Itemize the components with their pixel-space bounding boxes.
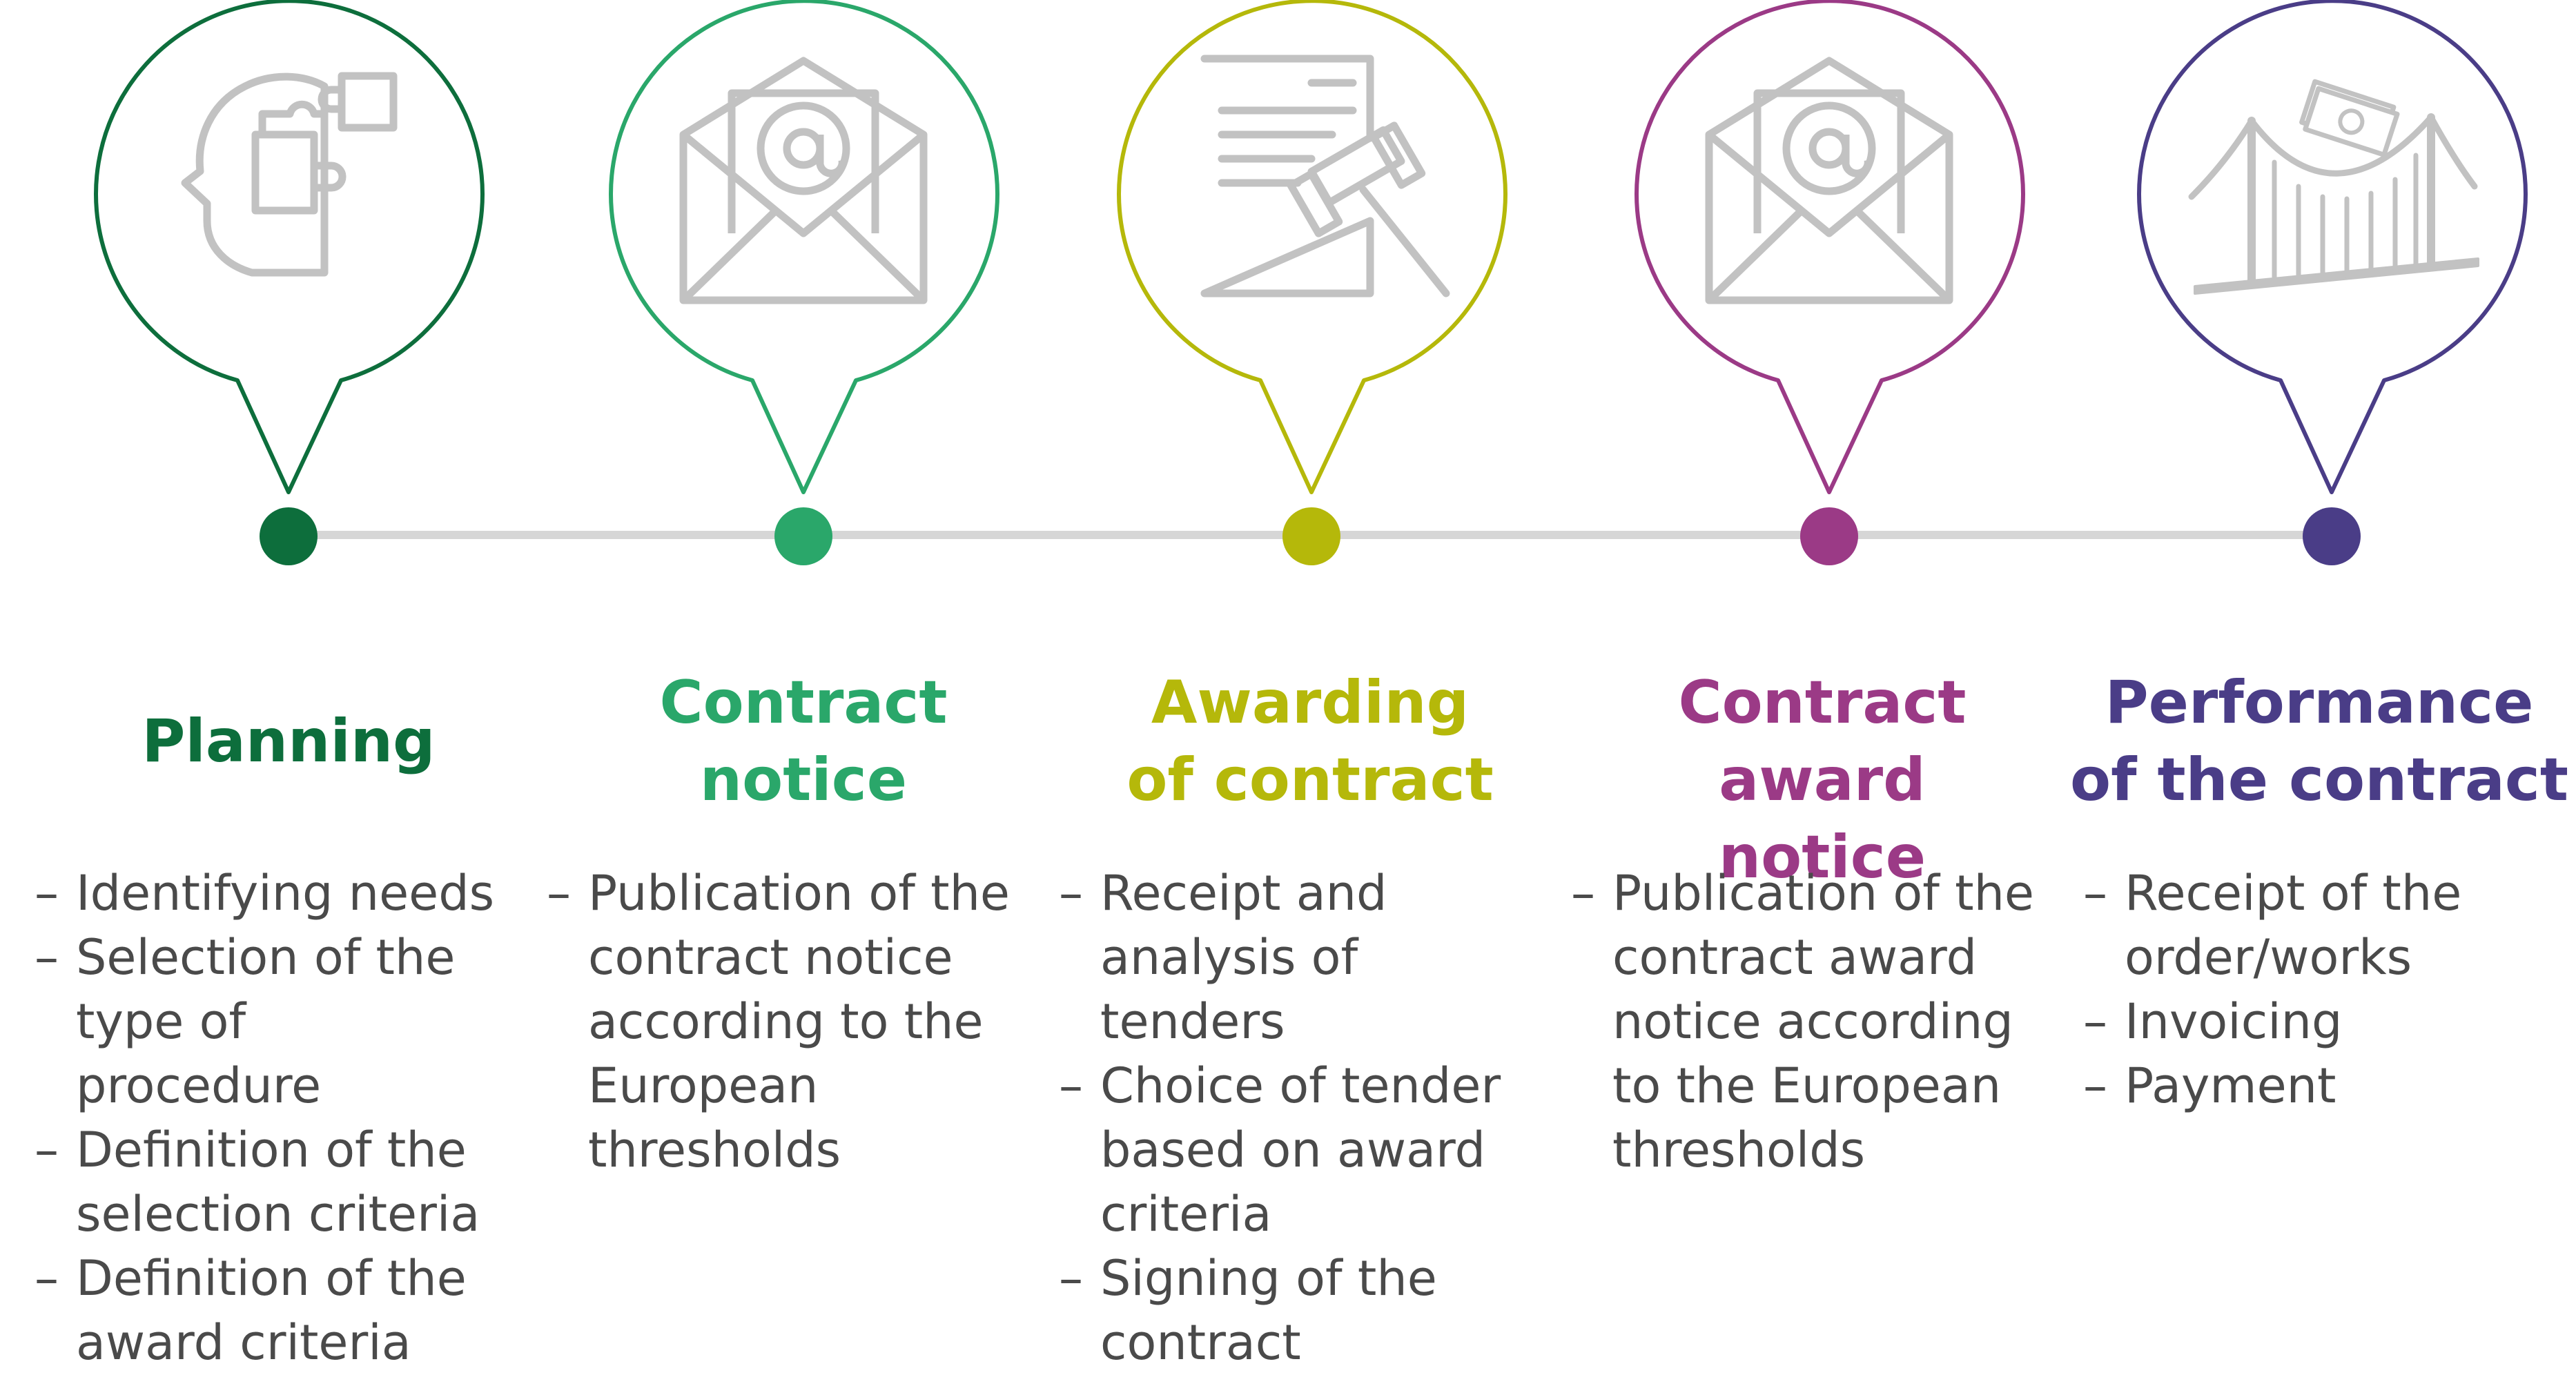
stage-2-items: Publication of the contract notice accor… (547, 861, 1016, 1182)
list-item: Receipt of the order/works (2083, 861, 2553, 990)
stage-5-title-line-2: of the contract (2070, 745, 2568, 815)
head-puzzle-icon (181, 72, 398, 277)
stage-4-pin (1635, 0, 2025, 494)
stage-1-title-line-1: Planning (142, 707, 436, 776)
stage-5-title: Performance of the contract (2064, 664, 2575, 819)
stage-2-pin (609, 0, 999, 494)
stage-3-pin (1117, 0, 1507, 494)
stage-1-marker (94, 0, 485, 565)
stage-5-title-line-1: Performance (2105, 668, 2534, 737)
document-gavel-icon (1200, 55, 1450, 298)
email-envelope-icon (1705, 57, 1953, 304)
stage-4-dot (1800, 507, 1858, 565)
list-item: Signing of the contract (1059, 1247, 1528, 1375)
list-item: Identifying needs (35, 861, 504, 926)
stage-2-title-line-2: notice (699, 745, 908, 815)
process-timeline-graphic (94, 0, 2528, 565)
stage-1-dot (260, 507, 318, 565)
stage-4-title-line-1: Contract award (1678, 668, 1967, 815)
stage-2-marker (609, 0, 999, 565)
list-item: Selection of the type of procedure (35, 926, 504, 1118)
stage-5-items: Receipt of the order/works Invoicing Pay… (2083, 861, 2553, 1118)
stage-4-marker (1635, 0, 2025, 565)
email-envelope-icon (679, 57, 928, 304)
stage-3-title-line-1: Awarding (1151, 668, 1470, 737)
stage-2-title: Contract notice (548, 664, 1059, 819)
stage-4-items: Publication of the contract award notice… (1571, 861, 2040, 1182)
stage-1-items: Identifying needs Selection of the type … (35, 861, 504, 1375)
stage-3-marker (1117, 0, 1507, 565)
stage-3-items: Receipt and analysis of tenders Choice o… (1059, 861, 1528, 1375)
list-item: Invoicing (2083, 990, 2553, 1054)
stage-3-title-line-2: of contract (1126, 745, 1494, 815)
list-item: Payment (2083, 1054, 2553, 1118)
stage-5-marker (2137, 0, 2528, 565)
list-item: Publication of the contract notice accor… (547, 861, 1016, 1182)
list-item: Definition of the award criteria (35, 1247, 504, 1375)
stage-5-pin (2137, 0, 2528, 494)
list-item: Choice of tender based on award criteria (1059, 1054, 1528, 1247)
list-item: Receipt and analysis of tenders (1059, 861, 1528, 1054)
list-item: Publication of the contract award notice… (1571, 861, 2040, 1182)
stage-2-dot (774, 507, 832, 565)
stage-5-dot (2303, 507, 2361, 565)
stage-1-pin (94, 0, 485, 494)
stage-2-title-line-1: Contract (659, 668, 948, 737)
stage-3-dot (1282, 507, 1340, 565)
stage-1-title: Planning (33, 703, 544, 780)
stage-3-title: Awarding of contract (1055, 664, 1565, 819)
bridge-money-icon (2188, 79, 2479, 295)
list-item: Definition of the selection criteria (35, 1118, 504, 1247)
